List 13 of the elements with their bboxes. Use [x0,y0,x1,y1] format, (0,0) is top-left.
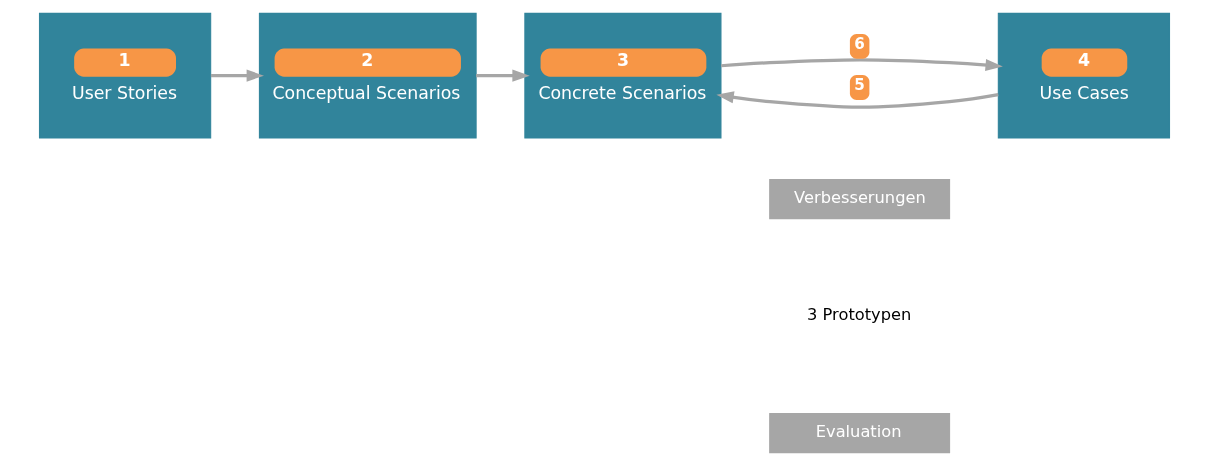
label: 3 Prototypen [806,304,911,324]
arrow [715,90,999,109]
arrow [210,69,264,82]
arrow [720,57,1003,71]
node-box: 1 User Stories [38,12,211,138]
node-box: Evaluation [768,412,950,453]
node-box: 2 Conceptual Scenarios [258,12,477,138]
edge-label: 6 [853,34,865,53]
node-box: Verbesserungen [768,178,950,219]
edge-label: 5 [853,75,865,94]
node-box: 4 Use Cases [997,12,1170,138]
arrow [475,69,530,82]
node-box: 3 Concrete Scenarios [523,12,721,138]
